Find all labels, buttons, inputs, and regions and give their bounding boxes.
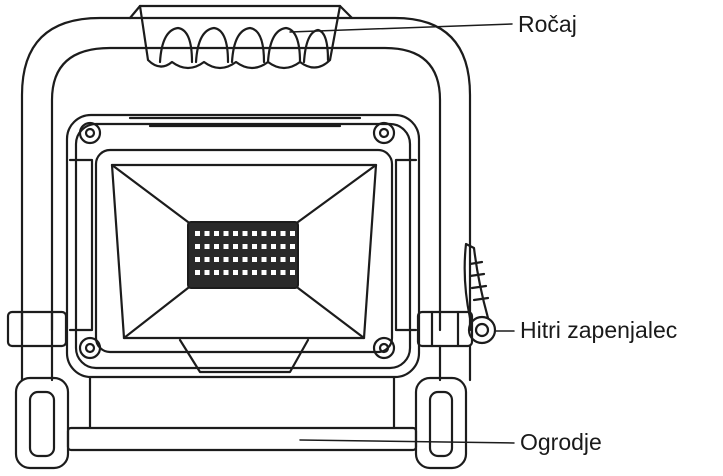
led-dot (280, 231, 286, 236)
bottom-frame-bar (66, 376, 418, 452)
leader-line-frame (299, 439, 515, 444)
frame-label: Ogrodje (520, 429, 602, 455)
led-dot (271, 270, 276, 275)
lamp-housing (65, 113, 421, 379)
handle-grip (128, 4, 354, 70)
led-dot (233, 270, 238, 275)
led-dot (290, 231, 295, 236)
led-dot (271, 244, 276, 249)
led-dot (252, 231, 257, 236)
wheels (14, 376, 468, 470)
led-dot (204, 231, 210, 236)
led-dot (233, 231, 238, 236)
led-dot (242, 231, 248, 236)
handle-label: Ročaj (518, 11, 577, 37)
led-dot (261, 244, 267, 249)
led-dot (290, 270, 295, 275)
led-dot (204, 257, 210, 262)
led-chip-panel (187, 221, 299, 289)
led-dot (214, 231, 219, 236)
led-dot (195, 257, 200, 262)
quick-latch-label: Hitri zapenjalec (520, 317, 678, 343)
leader-line-handle (289, 23, 513, 33)
frame-legs (20, 344, 472, 382)
led-dot (214, 257, 219, 262)
led-dot (223, 257, 229, 262)
led-dot (252, 270, 257, 275)
quick-latch (463, 242, 497, 345)
led-dot (261, 231, 267, 236)
led-dot (280, 270, 286, 275)
led-dot (290, 244, 295, 249)
led-dot (280, 244, 286, 249)
led-dot (242, 270, 248, 275)
led-dot (214, 244, 219, 249)
led-dot (195, 231, 200, 236)
led-dot (252, 257, 257, 262)
led-dot (223, 270, 229, 275)
frame-tube (20, 16, 472, 332)
led-dot (280, 257, 286, 262)
led-dot (214, 270, 219, 275)
led-dot (261, 270, 267, 275)
side-clamps (6, 310, 474, 348)
led-dot (242, 244, 248, 249)
led-dot (271, 231, 276, 236)
led-dot (290, 257, 295, 262)
led-dot (223, 231, 229, 236)
led-dot (223, 244, 229, 249)
led-dot (204, 244, 210, 249)
led-dot (261, 257, 267, 262)
led-dot (242, 257, 248, 262)
housing-screws (78, 121, 396, 360)
leader-lines (289, 23, 515, 444)
led-dot (271, 257, 276, 262)
led-dot (252, 244, 257, 249)
led-dot (233, 244, 238, 249)
led-dot (204, 270, 210, 275)
led-dot (195, 244, 200, 249)
led-dot (233, 257, 238, 262)
led-dot (195, 270, 200, 275)
